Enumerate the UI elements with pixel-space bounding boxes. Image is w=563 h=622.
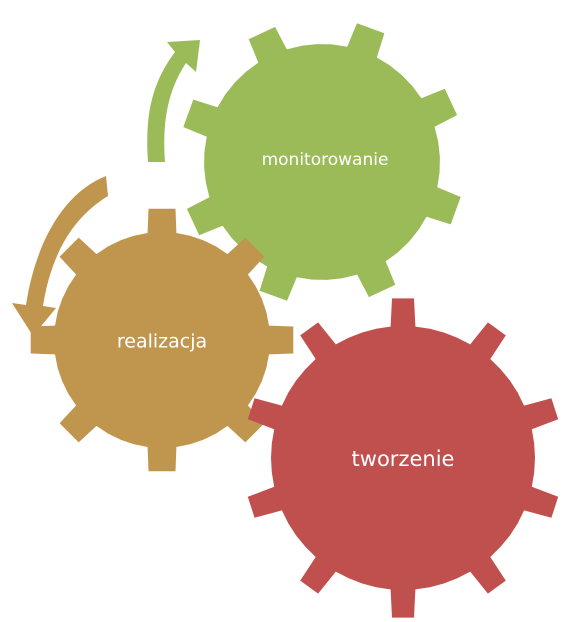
gear-realizacja	[30, 208, 294, 472]
gear-monitorowanie	[183, 23, 461, 301]
gear-tworzenie	[247, 298, 559, 618]
curved-arrow-up	[147, 40, 200, 162]
label-tworzenie: tworzenie	[352, 447, 455, 471]
label-monitorowanie: monitorowanie	[262, 150, 389, 170]
label-realizacja: realizacja	[117, 331, 207, 353]
curved-arrow-down	[12, 176, 108, 336]
